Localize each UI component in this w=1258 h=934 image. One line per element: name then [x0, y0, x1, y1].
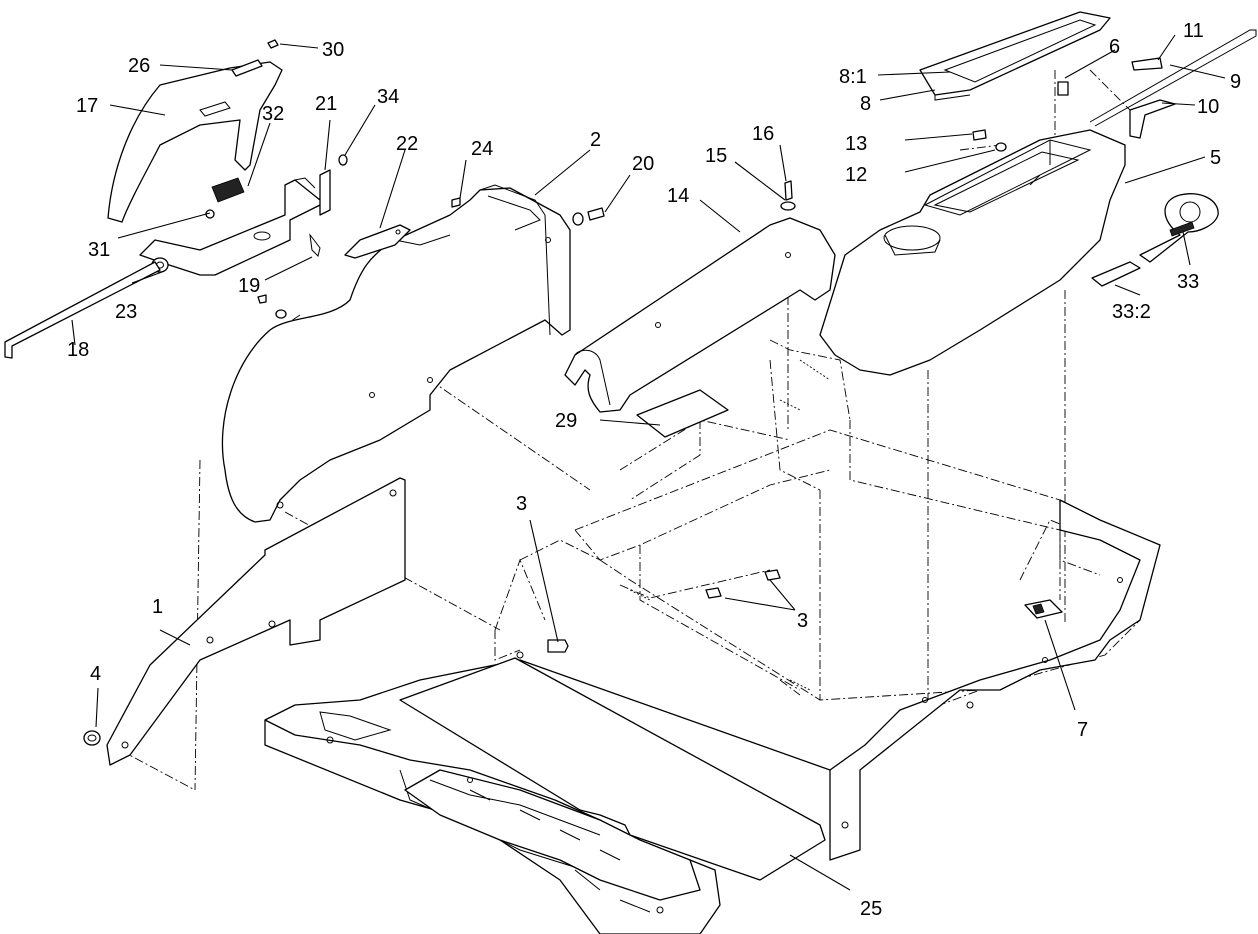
callout-6: 6 [1109, 36, 1120, 58]
callout-9: 9 [1230, 71, 1241, 93]
callout-34: 34 [377, 86, 399, 108]
key-fob [1091, 261, 1141, 287]
callout-11: 11 [1183, 20, 1204, 42]
screw-top [784, 180, 793, 201]
callout-16: 16 [752, 123, 774, 145]
washer-top [780, 201, 796, 211]
bracket-console [1129, 99, 1176, 139]
ignition-key [1139, 193, 1219, 263]
bracket [344, 224, 411, 259]
callout-23: 23 [115, 301, 137, 323]
floor-mat [399, 657, 826, 881]
clip [1131, 57, 1163, 71]
callout-22: 22 [396, 133, 418, 155]
control-handle [107, 61, 283, 223]
bolt-console [1057, 81, 1069, 96]
rod-console [1089, 29, 1257, 127]
bolt-3a [547, 639, 569, 653]
callout-labels: 1 2 3 3 4 5 6 7 8:1 8 9 10 11 12 13 14 1… [67, 20, 1241, 920]
armrest-pad [919, 11, 1111, 101]
handle-plate [231, 59, 263, 77]
callout-4: 4 [90, 663, 101, 685]
washer-side [995, 142, 1007, 152]
callout-3a: 3 [516, 493, 527, 515]
washer-lower [275, 309, 287, 319]
callout-25: 25 [860, 898, 882, 920]
handle-block [211, 177, 245, 203]
callout-24: 24 [471, 138, 493, 160]
callout-20: 20 [632, 153, 654, 175]
callout-13: 13 [845, 133, 867, 155]
seat-cover [564, 217, 836, 413]
nut [83, 730, 101, 746]
screw-fender [451, 197, 461, 208]
callout-17: 17 [76, 95, 98, 117]
bolt-3c [764, 569, 781, 581]
callout-2: 2 [590, 129, 601, 151]
screw [267, 39, 279, 49]
callout-32: 32 [262, 103, 284, 125]
callout-1: 1 [152, 596, 163, 618]
callout-8: 8 [860, 93, 871, 115]
callout-15: 15 [705, 145, 727, 167]
callout-12: 12 [845, 164, 867, 186]
side-panel [106, 477, 406, 766]
callout-8-1: 8:1 [839, 66, 867, 88]
bolt [587, 207, 605, 221]
right-console [819, 129, 1126, 376]
rod [4, 261, 161, 359]
bolt-lower [257, 294, 267, 304]
fender [221, 184, 571, 523]
callout-31: 31 [88, 239, 110, 261]
callout-3b: 3 [797, 610, 808, 632]
decal [636, 389, 729, 438]
callout-33-2: 33:2 [1112, 301, 1151, 323]
callout-14: 14 [667, 185, 689, 207]
bolt-side [972, 129, 987, 141]
leader-lines [71, 34, 1226, 891]
pin [309, 233, 321, 257]
callout-19: 19 [238, 275, 260, 297]
mount-bracket [139, 169, 331, 276]
callout-29: 29 [555, 410, 577, 432]
callout-30: 30 [322, 39, 344, 61]
callout-33: 33 [1177, 271, 1199, 293]
callout-10: 10 [1197, 96, 1219, 118]
seat-switch [1024, 599, 1063, 619]
seat-switch-detail [1032, 603, 1045, 615]
bolt-3b [705, 587, 722, 599]
callout-18: 18 [67, 339, 89, 361]
washer [572, 212, 584, 226]
floor-pan [264, 499, 1161, 934]
callout-21: 21 [315, 93, 337, 115]
washer-small [338, 154, 348, 166]
callout-7: 7 [1077, 719, 1088, 741]
callout-5: 5 [1210, 147, 1221, 169]
callout-26: 26 [128, 55, 150, 77]
